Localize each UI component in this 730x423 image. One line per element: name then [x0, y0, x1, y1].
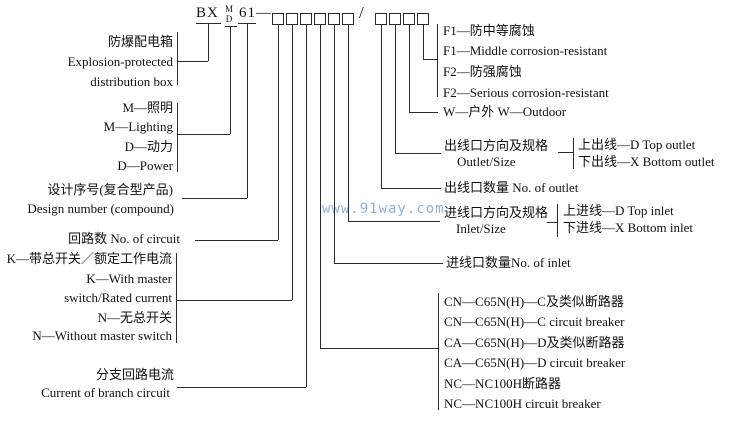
bracket-rail	[177, 103, 178, 172]
connector-line	[177, 387, 306, 388]
label-ca-breaker-en: CA—C65N(H)—D circuit breaker	[444, 355, 626, 370]
label-k-with-master: K—With master	[86, 271, 172, 286]
connector-line	[409, 25, 410, 112]
bracket-rail	[438, 293, 439, 410]
label-nc-breaker-cn: NC—NC100H断路器	[444, 376, 562, 391]
label-w-outdoor: W—户外 W—Outdoor	[443, 104, 567, 119]
code-box	[342, 13, 354, 25]
label-nc-breaker-en: NC—NC100H circuit breaker	[444, 396, 601, 411]
connector-line	[182, 198, 247, 199]
label-ca-breaker-cn: CA—C65N(H)—D及类似断路器	[444, 335, 625, 350]
label-d-power-cn: D—动力	[124, 139, 173, 154]
label-switch-rated-current: switch/Rated current	[64, 290, 172, 305]
connector-line	[423, 59, 437, 60]
label-top-inlet: 上进线—D Top inlet	[563, 203, 674, 218]
label-cn-breaker-cn: CN—C65N(H)—C及类似断路器	[444, 294, 624, 309]
connector-line	[320, 25, 321, 348]
connector-line	[292, 25, 293, 300]
connector-line	[230, 26, 231, 134]
label-m-lighting-en: M—Lighting	[103, 119, 173, 134]
connector-line	[409, 112, 438, 113]
connector-line	[395, 25, 396, 153]
label-f1-corrosion-en: F1—Middle corrosion-resistant	[443, 43, 608, 58]
bracket-rail	[176, 253, 177, 343]
label-inlet-direction-cn: 进线口方向及规格	[444, 205, 549, 220]
bracket-rail	[573, 138, 574, 169]
label-m-lighting-cn: M—照明	[122, 100, 173, 115]
connector-line	[334, 263, 443, 264]
code-box	[286, 13, 298, 25]
label-inlet-size: Inlet/Size	[456, 221, 506, 236]
label-no-of-inlet: 进线口数量No. of inlet	[446, 255, 571, 270]
code-box	[375, 13, 387, 25]
code-type-power: D	[225, 14, 233, 24]
connector-line	[278, 25, 279, 240]
connector-line	[177, 134, 230, 135]
label-bottom-inlet: 下进线—X Bottom inlet	[563, 220, 694, 235]
label-explosion-box-cn: 防爆配电箱	[107, 34, 173, 49]
label-design-number-cn: 设计序号(复合型产品)	[47, 182, 173, 197]
connector-line	[208, 23, 209, 61]
label-d-power-en: D—Power	[117, 158, 173, 173]
label-explosion-protected: Explosion-protected	[67, 54, 173, 69]
bracket-rail	[557, 204, 558, 237]
label-branch-current-en: Current of branch circuit	[41, 385, 170, 400]
bracket-rail	[177, 32, 178, 85]
code-series: BX	[196, 5, 219, 21]
code-box	[272, 13, 284, 25]
code-separator: —	[256, 5, 271, 21]
label-f2-corrosion-cn: F2—防强腐蚀	[443, 64, 522, 79]
connector-line	[195, 240, 278, 241]
connector-line	[225, 26, 237, 27]
code-design-no: 61	[239, 5, 256, 21]
code-box	[417, 13, 429, 25]
bracket-tick	[558, 152, 573, 153]
connector-line	[348, 221, 440, 222]
code-box	[389, 13, 401, 25]
label-cn-breaker-en: CN—C65N(H)—C circuit breaker	[444, 314, 625, 329]
code-type-stack: M D	[225, 4, 233, 24]
connector-line	[177, 61, 208, 62]
label-branch-current-cn: 分支回路电流	[95, 367, 174, 382]
code-box	[403, 13, 415, 25]
bracket-tick	[547, 222, 557, 223]
connector-line	[395, 153, 441, 154]
connector-line	[176, 300, 292, 301]
code-box	[328, 13, 340, 25]
watermark: www.91way.com	[322, 201, 445, 217]
label-outlet-direction-cn: 出线口方向及规格	[444, 138, 549, 153]
label-bottom-outlet: 下出线—X Bottom outlet	[578, 154, 715, 169]
label-design-number-en: Design number (compound)	[27, 201, 174, 216]
suffix-code-boxes	[375, 13, 429, 25]
connector-line	[247, 23, 248, 198]
connector-line	[334, 25, 335, 263]
label-top-outlet: 上出线—D Top outlet	[578, 137, 696, 152]
connector-line	[423, 25, 424, 59]
connector-line	[381, 188, 441, 189]
label-f2-corrosion-en: F2—Serious corrosion-resistant	[443, 85, 609, 100]
connector-line	[306, 25, 307, 387]
label-n-without-master: N—Without master switch	[32, 328, 172, 343]
label-distribution-box: distribution box	[90, 74, 173, 89]
label-f1-corrosion-cn: F1—防中等腐蚀	[443, 23, 535, 38]
bracket-rail	[437, 24, 438, 97]
code-box	[314, 13, 326, 25]
label-no-of-circuit: 回路数 No. of circuit	[68, 231, 180, 246]
connector-line	[320, 348, 438, 349]
label-n-no-master-cn: N—无总开关	[97, 310, 172, 325]
code-type-lighting: M	[225, 4, 234, 14]
connector-line	[381, 25, 382, 188]
code-slash: /	[359, 3, 365, 22]
label-outlet-size: Outlet/Size	[457, 154, 516, 169]
label-k-master-switch-cn: K—带总开关／额定工作电流	[6, 251, 172, 266]
connector-line	[348, 25, 349, 221]
code-box	[300, 13, 312, 25]
spec-code-boxes	[272, 13, 354, 25]
label-no-of-outlet: 出线口数量 No. of outlet	[444, 180, 579, 195]
